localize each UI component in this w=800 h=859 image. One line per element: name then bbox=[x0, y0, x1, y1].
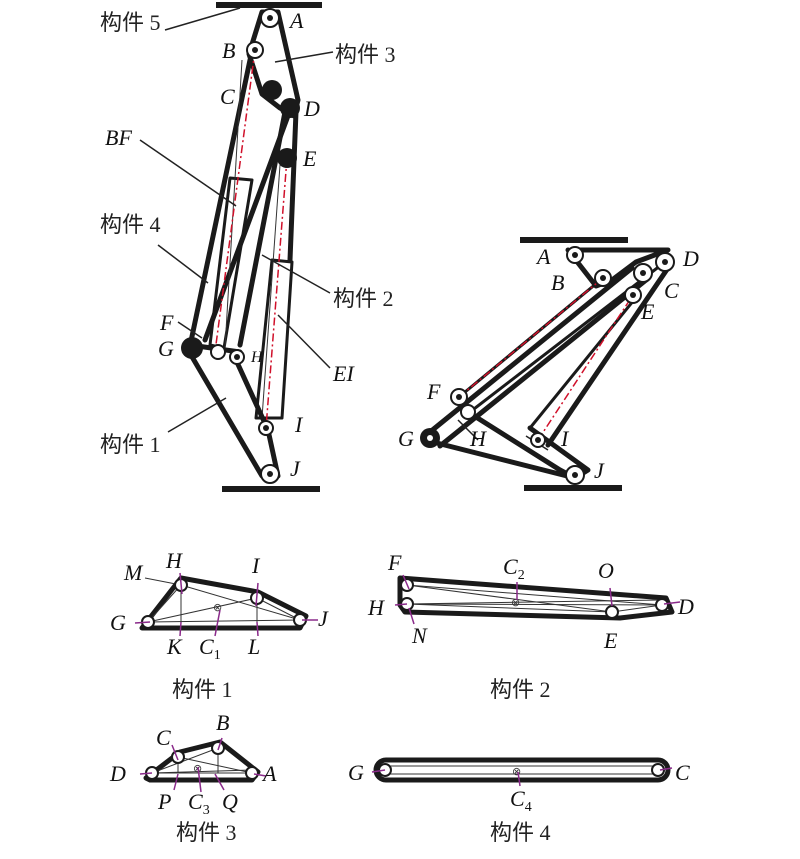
m2-label-o: O bbox=[598, 558, 614, 583]
folded-label-j: J bbox=[594, 458, 605, 483]
member3-detail: ⊗ C B D A P C3 Q 构件 3 bbox=[109, 710, 277, 845]
m4-label-g: G bbox=[348, 760, 364, 785]
m4-label-c4: C4 bbox=[510, 786, 532, 815]
m2-label-c2: C2 bbox=[503, 554, 525, 583]
svg-text:⊗: ⊗ bbox=[511, 596, 520, 609]
folded-mechanism: A B D C E F G H I J bbox=[398, 237, 699, 491]
m4-label-c: C bbox=[675, 760, 690, 785]
m2-label-n: N bbox=[411, 623, 428, 648]
m2-label-h: H bbox=[367, 595, 385, 620]
m1-caption: 构件 1 bbox=[172, 677, 233, 702]
m3-label-q: Q bbox=[222, 789, 238, 814]
member4-left-edge bbox=[187, 57, 253, 349]
label-member1: 构件 1 bbox=[100, 432, 161, 457]
folded-label-a: A bbox=[535, 244, 551, 269]
m1-label-m: M bbox=[123, 560, 144, 585]
m1-label-j: J bbox=[318, 606, 329, 631]
member2-detail: ⊗ F C2 O H D N E 构件 2 bbox=[367, 550, 694, 702]
label-member5: 构件 5 bbox=[100, 10, 161, 35]
label-joint-i: I bbox=[294, 412, 304, 437]
label-joint-b: B bbox=[222, 38, 235, 63]
m1-label-h: H bbox=[165, 548, 183, 573]
m1-label-c1: C1 bbox=[199, 634, 221, 663]
m1-label-k: K bbox=[166, 634, 183, 659]
axis-ei bbox=[265, 157, 288, 429]
folded-label-e: E bbox=[640, 299, 655, 324]
label-joint-a: A bbox=[288, 8, 304, 33]
axis-bf bbox=[214, 49, 256, 353]
m1-label-g: G bbox=[110, 610, 126, 635]
label-joint-e: E bbox=[302, 146, 317, 171]
m3-label-c: C bbox=[156, 725, 171, 750]
m3-caption: 构件 3 bbox=[176, 820, 237, 845]
cylinder-ei bbox=[254, 258, 294, 420]
m1-label-l: L bbox=[247, 634, 260, 659]
extended-mechanism: 构件 5 A B 构件 3 C D BF E 构件 4 构件 2 F G H E… bbox=[100, 2, 396, 492]
m3-label-b: B bbox=[216, 710, 229, 735]
ground-bottom bbox=[222, 486, 320, 492]
label-joint-c: C bbox=[220, 84, 235, 109]
folded-label-f: F bbox=[426, 379, 441, 404]
m2-label-e: E bbox=[603, 628, 618, 653]
m2-label-d: D bbox=[677, 594, 694, 619]
m3-label-c3: C3 bbox=[188, 789, 210, 818]
svg-text:⊗: ⊗ bbox=[512, 765, 521, 778]
label-member4: 构件 4 bbox=[100, 212, 161, 237]
label-member3: 构件 3 bbox=[335, 42, 396, 67]
member4-detail: ⊗ G C C4 构件 4 bbox=[348, 757, 690, 845]
member2-left-edge bbox=[237, 109, 288, 348]
m2-label-f: F bbox=[387, 550, 402, 575]
m1-label-i: I bbox=[251, 553, 261, 578]
folded-label-b: B bbox=[551, 270, 564, 295]
svg-text:⊗: ⊗ bbox=[213, 601, 222, 614]
folded-label-h: H bbox=[469, 426, 487, 451]
label-joint-g: G bbox=[158, 336, 174, 361]
label-bf: BF bbox=[105, 125, 132, 150]
m2-caption: 构件 2 bbox=[490, 677, 551, 702]
m3-label-p: P bbox=[157, 789, 171, 814]
label-joint-d: D bbox=[303, 96, 320, 121]
label-ei: EI bbox=[332, 361, 355, 386]
m3-label-a: A bbox=[261, 761, 277, 786]
label-joint-f: F bbox=[159, 310, 174, 335]
label-joint-h: H bbox=[250, 349, 264, 366]
member1-detail: ⊗ M H I G J K C1 L 构件 1 bbox=[110, 548, 329, 702]
m3-label-d: D bbox=[109, 761, 126, 786]
label-member2: 构件 2 bbox=[333, 286, 394, 311]
folded-label-c: C bbox=[664, 278, 679, 303]
ground-top bbox=[216, 2, 322, 8]
m4-caption: 构件 4 bbox=[490, 820, 551, 845]
folded-label-i: I bbox=[560, 426, 570, 451]
folded-label-d: D bbox=[682, 246, 699, 271]
label-joint-j: J bbox=[290, 456, 301, 481]
member2-right-edge bbox=[287, 109, 299, 263]
folded-label-g: G bbox=[398, 426, 414, 451]
